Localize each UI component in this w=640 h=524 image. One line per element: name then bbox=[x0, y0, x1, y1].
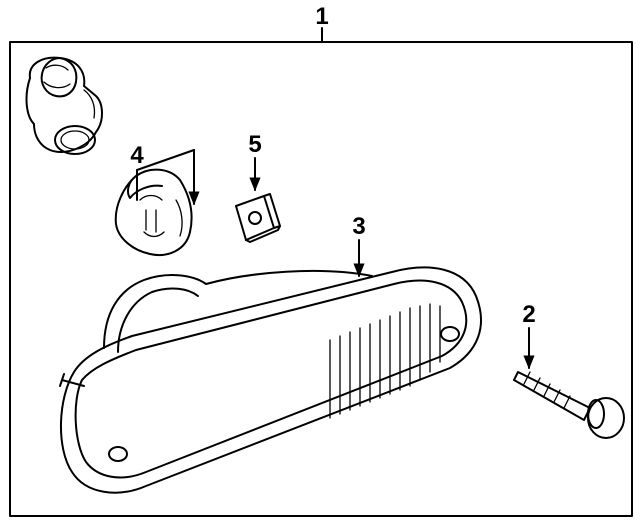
screw-part bbox=[513, 371, 625, 439]
square-nut-part bbox=[235, 193, 281, 243]
bulb-socket-part bbox=[25, 56, 103, 155]
assembly-frame bbox=[9, 27, 633, 517]
callout-5-label: 5 bbox=[248, 131, 261, 158]
callout-1-label: 1 bbox=[315, 3, 328, 30]
callout-2-label: 2 bbox=[522, 301, 535, 328]
callout-4-label: 4 bbox=[130, 142, 144, 169]
callout-3-label: 3 bbox=[352, 213, 365, 240]
bulb-part bbox=[114, 168, 193, 256]
lens-ribs bbox=[329, 303, 441, 419]
lens-housing-part bbox=[59, 266, 482, 494]
